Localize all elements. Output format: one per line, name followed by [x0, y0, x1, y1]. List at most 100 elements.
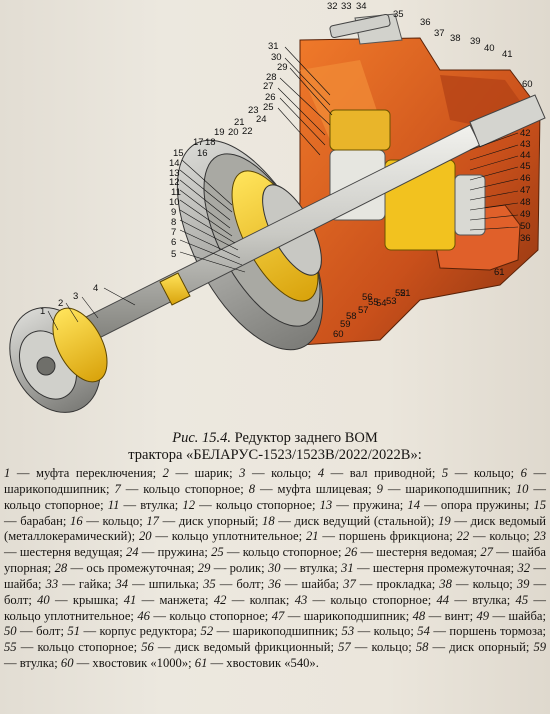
callout-26: 26 — [265, 92, 276, 103]
figure-subtitle: трактора «БЕЛАРУС-1523/1523В/2022/2022В»… — [128, 447, 422, 463]
legend-item-text: шайба — [4, 576, 39, 591]
legend-item: 16 — кольцо; — [70, 513, 147, 528]
legend-item: 24 — пружина; — [125, 545, 212, 560]
callout-45: 45 — [520, 161, 531, 172]
callout-16: 16 — [197, 148, 208, 159]
callout-22: 22 — [242, 126, 253, 137]
legend-item: 15 — барабан; — [4, 497, 547, 528]
legend-item-text: кольцо уплотнительное — [171, 529, 299, 544]
callout-52: 52 — [395, 288, 406, 299]
legend-item: 58 — диск опорный; — [415, 640, 534, 655]
callout-23: 23 — [248, 105, 259, 116]
legend-item-text: втулка — [299, 561, 335, 576]
legend-item-number: 16 — [70, 513, 83, 528]
legend-item-text: хвостовик «540» — [226, 656, 316, 671]
callout-6: 6 — [171, 237, 176, 248]
legend-item: 27 — шайба упорная; — [4, 545, 547, 576]
callout-43: 43 — [520, 139, 531, 150]
callout-9: 9 — [171, 207, 176, 218]
legend-item-text: диск ведомый (металлокерамический) — [4, 513, 547, 544]
callout-61: 61 — [494, 267, 505, 278]
legend-item-number: 37 — [343, 576, 356, 591]
legend-item-number: 34 — [115, 576, 129, 591]
legend-item-number: 3 — [239, 466, 246, 480]
legend-item: 56 — диск ведомый фрикционный; — [141, 640, 339, 655]
legend-item-number: 55 — [4, 640, 17, 655]
legend-item-number: 56 — [141, 640, 154, 655]
callout-56: 56 — [362, 292, 373, 303]
callout-25: 25 — [263, 102, 274, 113]
legend-item: 34 — шпилька; — [115, 576, 204, 591]
callout-3: 3 — [73, 291, 78, 302]
legend-item-text: шестерня промежуточная — [372, 561, 511, 576]
shift-coupling — [9, 307, 108, 413]
callout-4: 4 — [93, 283, 98, 294]
callout-37: 37 — [434, 28, 445, 39]
legend-item: 12 — кольцо стопорное; — [182, 497, 320, 512]
legend-item-text: вал приводной — [349, 466, 432, 480]
callout-35: 35 — [393, 9, 404, 20]
legend-item: 23 — шестерня ведущая; — [4, 529, 547, 560]
legend-item-number: 42 — [213, 592, 227, 607]
legend-item-text: шайба — [301, 576, 336, 591]
legend-item-text: шарикоподшипник — [4, 481, 106, 496]
callout-54: 54 — [376, 298, 387, 309]
legend-item: 51 — корпус редуктора; — [67, 624, 201, 639]
legend-item: 26 — шестерня ведомая; — [344, 545, 481, 560]
legend-item-number: 46 — [137, 608, 150, 623]
legend-item-number: 2 — [162, 466, 169, 480]
legend-item-number: 58 — [415, 640, 429, 655]
callout-32: 32 — [327, 1, 338, 12]
legend-item-number: 29 — [197, 561, 211, 576]
legend-item-number: 22 — [456, 529, 470, 544]
leader-lines — [47, 46, 519, 331]
legend-item-number: 35 — [203, 576, 216, 591]
legend-item-number: 1 — [4, 466, 11, 480]
legend-item-number: 19 — [438, 513, 451, 528]
legend-item-text: кольцо — [102, 513, 140, 528]
legend-item-number: 18 — [262, 513, 275, 528]
legend-item: 54 — поршень тормоза; — [417, 624, 547, 639]
legend-item: 4 — вал приводной; — [317, 466, 442, 480]
legend-item-number: 23 — [533, 529, 547, 544]
legend-item-number: 28 — [54, 561, 68, 576]
legend-item-text: кольцо — [271, 466, 308, 480]
legend-item-number: 43 — [294, 592, 308, 607]
legend-item-number: 31 — [341, 561, 354, 576]
legend-item: 14 — опора пружины; — [407, 497, 534, 512]
callout-12: 12 — [169, 177, 180, 188]
legend-item-number: 54 — [417, 624, 430, 639]
legend-item-text: шестерня ведущая — [19, 545, 120, 560]
legend-item-number: 8 — [248, 481, 256, 496]
legend-item: 37 — прокладка; — [343, 576, 440, 591]
callout-21: 21 — [234, 117, 245, 128]
legend-item: 25 — кольцо стопорное; — [211, 545, 345, 560]
legend-item-text: кольцо стопорное — [169, 608, 265, 623]
legend-item: 17 — диск упорный; — [146, 513, 263, 528]
legend-item-text: ролик — [229, 561, 262, 576]
legend-item: 36 — шайба; — [268, 576, 344, 591]
legend-item-text: болт — [236, 576, 261, 591]
callout-50: 50 — [520, 221, 531, 232]
legend-item-number: 61 — [194, 656, 208, 671]
legend-item: 52 — шарикоподшипник; — [200, 624, 342, 639]
legend-item-number: 4 — [317, 466, 325, 480]
callout-34: 34 — [356, 1, 367, 12]
callout-51: 51 — [400, 288, 411, 299]
legend-item-number: 50 — [4, 624, 17, 639]
legend-item-text: втулка — [19, 656, 55, 671]
legend-item-text: пружина — [157, 545, 205, 560]
legend-item-number: 25 — [211, 545, 224, 560]
legend-item: 48 — винт; — [412, 608, 477, 623]
legend-item-number: 30 — [267, 561, 281, 576]
top-bolt — [329, 13, 391, 39]
legend-item: 8 — муфта шлицевая; — [248, 481, 377, 496]
legend-item-number: 7 — [114, 481, 121, 496]
parts-legend: 1 — муфта переключения; 2 — шарик; 3 — к… — [4, 466, 546, 672]
legend-item-number: 33 — [45, 576, 59, 591]
callout-28: 28 — [266, 72, 277, 83]
legend-item: 5 — кольцо; — [441, 466, 521, 480]
callout-1: 1 — [40, 306, 45, 317]
legend-item-text: кольцо стопорное — [143, 481, 241, 496]
